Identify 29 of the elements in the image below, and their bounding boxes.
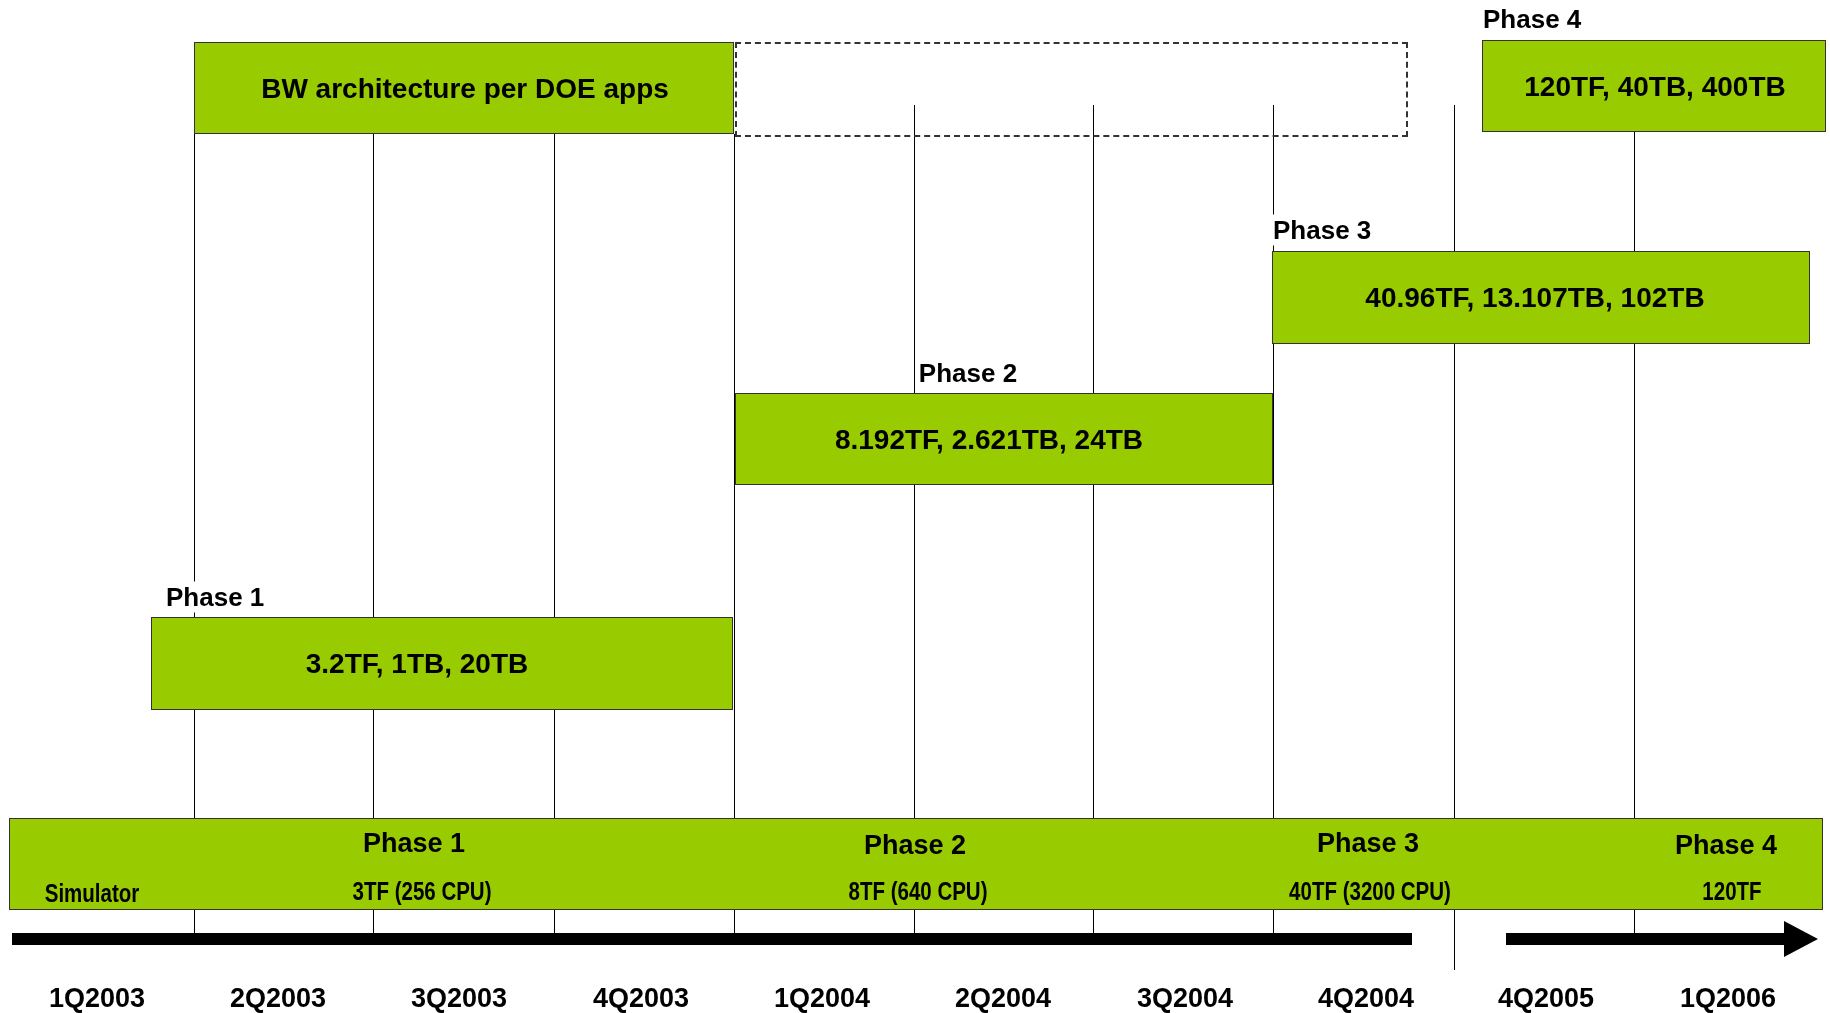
band-label: 8TF (640 CPU) <box>848 876 988 906</box>
quarter-label: 2Q2003 <box>229 982 327 1013</box>
quarter-label: 1Q2003 <box>48 982 146 1013</box>
quarter-label: 3Q2003 <box>410 982 508 1013</box>
box-label: 40.96TF, 13.107TB, 102TB <box>1365 282 1705 314</box>
phase-heading: Phase 3 <box>1273 214 1372 246</box>
box-label: 3.2TF, 1TB, 20TB <box>305 648 529 680</box>
band-label: 3TF (256 CPU) <box>352 876 492 906</box>
band-label: 40TF (3200 CPU) <box>1289 876 1451 906</box>
phase-heading: Phase 1 <box>362 827 466 859</box>
quarter-label: 4Q2005 <box>1497 982 1595 1013</box>
quarter-label: 4Q2004 <box>1317 982 1415 1013</box>
phase-heading: Phase 4 <box>1674 829 1778 861</box>
quarter-label: 1Q2004 <box>773 982 871 1013</box>
phase-heading: Phase 2 <box>863 829 967 861</box>
band-label: 120TF <box>1702 876 1762 906</box>
box-label: 8.192TF, 2.621TB, 24TB <box>834 424 1144 456</box>
placeholder-box <box>735 42 1408 137</box>
phase-heading: Phase 3 <box>1316 827 1420 859</box>
box-label: BW architecture per DOE apps <box>261 73 669 105</box>
quarter-label: 4Q2003 <box>592 982 690 1013</box>
band-label: Simulator <box>44 878 140 908</box>
quarter-label: 3Q2004 <box>1136 982 1234 1013</box>
timeline-band <box>9 818 1823 910</box>
phase-heading: Phase 1 <box>166 581 265 613</box>
box-label: 120TF, 40TB, 400TB <box>1524 71 1786 103</box>
phase-box <box>194 42 734 134</box>
quarter-label: 1Q2006 <box>1679 982 1777 1013</box>
quarter-label: 2Q2004 <box>954 982 1052 1013</box>
